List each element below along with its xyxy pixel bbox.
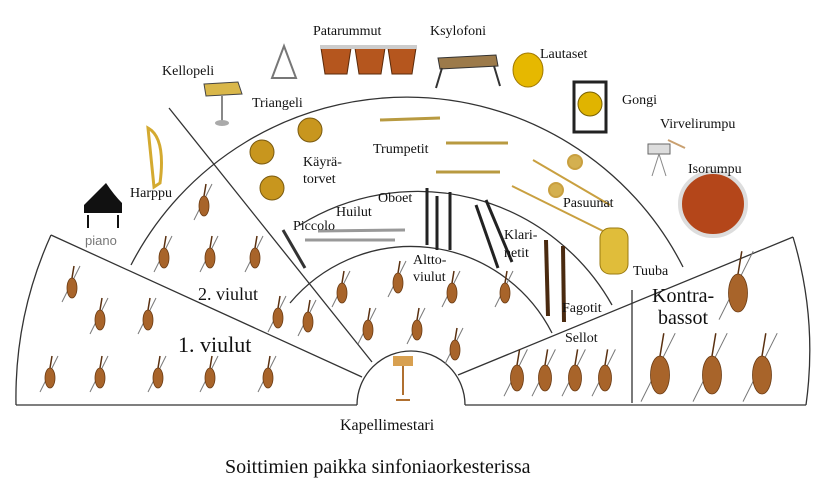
bassoons-icon <box>544 239 566 323</box>
trombones-icon <box>511 154 611 233</box>
viola-icon <box>357 307 377 345</box>
timpani-icon <box>320 45 417 75</box>
second-violins-label: 2. viulut <box>198 284 258 304</box>
clarinets-label-2: netit <box>504 246 529 261</box>
double-bass-icon <box>718 250 754 320</box>
cello-icon <box>531 349 556 397</box>
violin-icon <box>244 235 264 273</box>
violin-icon <box>199 355 219 393</box>
cello-icon <box>591 349 616 397</box>
outer-arc-right <box>792 236 811 406</box>
viola-icon <box>331 270 351 308</box>
conductor-arc <box>356 350 466 406</box>
viola-icon <box>441 270 461 308</box>
conductor-label: Kapellimestari <box>340 417 435 434</box>
glockenspiel-label: Kellopeli <box>162 64 214 79</box>
viola-icon <box>406 307 426 345</box>
viola-icon <box>494 270 514 308</box>
double-basses-label-2: bassot <box>658 307 708 329</box>
french-horns-icon <box>249 117 323 201</box>
outer-arc <box>15 234 52 406</box>
xylophone-icon <box>435 54 501 89</box>
horns-label-2: torvet <box>303 172 336 187</box>
snare-drum-label: Virvelirumpu <box>660 117 735 132</box>
double-basses-label-1: Kontra- <box>652 285 714 307</box>
triangle-label: Triangeli <box>252 96 303 111</box>
violin-icon <box>89 297 109 335</box>
harp-label: Harppu <box>130 186 172 201</box>
violin-icon <box>267 295 287 333</box>
gong-label: Gongi <box>622 93 657 108</box>
string-instruments <box>39 183 778 402</box>
cymbals-label: Lautaset <box>540 47 588 62</box>
divider-upper-left <box>168 107 373 363</box>
horns-label-1: Käyrä- <box>303 155 342 170</box>
cellos-label: Sellot <box>565 331 598 346</box>
tuba-label: Tuuba <box>633 264 669 279</box>
violin-icon <box>61 265 81 303</box>
cymbals-icon <box>512 52 544 88</box>
violin-icon <box>199 235 219 273</box>
violin-icon <box>193 183 213 221</box>
violin-icon <box>147 355 167 393</box>
section-outlines <box>15 96 811 406</box>
trumpets-label: Trumpetit <box>373 142 429 157</box>
xylophone-label: Ksylofoni <box>430 24 486 39</box>
double-bass-icon <box>692 332 728 402</box>
violin-icon <box>153 235 173 273</box>
bassoons-label: Fagotit <box>562 301 602 316</box>
woodwind-arc <box>299 190 613 306</box>
glockenspiel-icon <box>203 81 243 126</box>
trumpets-icon <box>379 116 508 174</box>
tuba-icon <box>599 227 629 275</box>
snare-drum-icon <box>647 139 686 177</box>
double-bass-icon <box>742 332 778 402</box>
viola-arc <box>289 245 553 334</box>
piano-label: piano <box>85 233 117 248</box>
cello-icon <box>561 349 586 397</box>
oboes-label: Oboet <box>378 191 412 206</box>
violin-icon <box>297 299 317 337</box>
double-bass-icon <box>640 332 676 402</box>
violin-icon <box>257 355 277 393</box>
divider-left <box>50 234 363 378</box>
second-violins-brass-arc <box>130 96 684 268</box>
cello-icon <box>503 349 528 397</box>
divider-right <box>457 236 794 376</box>
clarinets-icon <box>474 199 514 269</box>
violin-icon <box>89 355 109 393</box>
bass-drum-icon <box>678 170 748 238</box>
first-violins-label: 1. viulut <box>178 332 251 357</box>
violin-icon <box>39 355 59 393</box>
viola-icon <box>444 327 464 365</box>
violas-label-2: viulut <box>413 270 446 285</box>
viola-icon <box>387 260 407 298</box>
oboes-icon <box>425 188 452 250</box>
clarinets-label-1: Klari- <box>504 228 538 243</box>
timpani-label: Patarummut <box>313 24 382 39</box>
piccolo-label: Piccolo <box>293 219 335 234</box>
gong-icon <box>572 80 608 134</box>
violin-icon <box>137 297 157 335</box>
bass-drum-label: Isorumpu <box>688 162 742 177</box>
conductor-stand-icon <box>393 356 413 401</box>
flutes-label: Huilut <box>336 205 372 220</box>
harp-icon <box>146 125 163 190</box>
piccolo-icon <box>281 229 307 269</box>
diagram-title: Soittimien paikka sinfoniaorkesterissa <box>225 456 531 478</box>
flutes-icon <box>305 228 406 242</box>
triangle-icon <box>270 43 298 79</box>
violas-label-1: Altto- <box>413 253 447 268</box>
trombones-label: Pasuunat <box>563 196 614 211</box>
piano-icon <box>84 183 122 228</box>
